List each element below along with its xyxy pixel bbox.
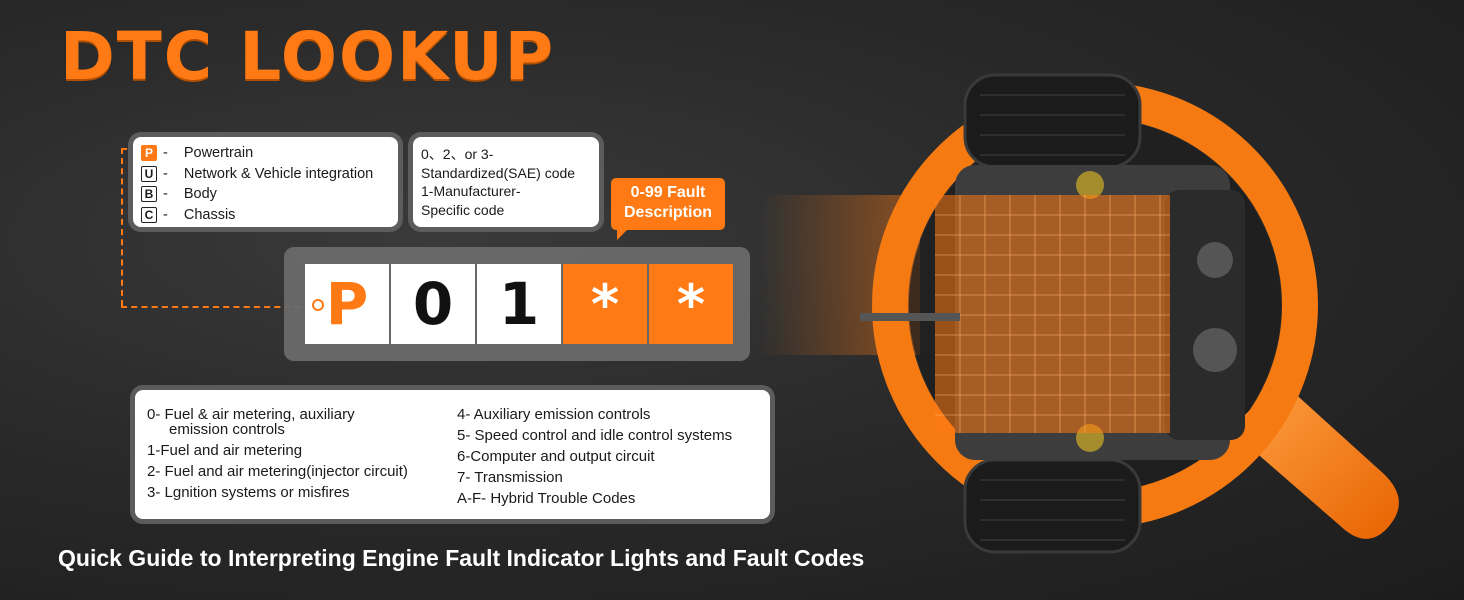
code-char-fault-2: *	[649, 264, 733, 344]
list-item: 7- Transmission	[457, 469, 563, 486]
list-item: 0- Fuel & air metering, auxiliary	[147, 406, 355, 423]
note-line: 1-Manufacturer-	[421, 183, 521, 199]
legend-letter: C	[141, 206, 157, 223]
legend-label: Chassis	[183, 206, 236, 223]
engine-magnifier-illustration	[760, 73, 1399, 554]
legend-row-powertrain: P - Powertrain	[141, 143, 390, 164]
subsystem-column: 0- Fuel & air metering, auxiliary emissi…	[147, 404, 447, 503]
subsystem-list: 0- Fuel & air metering, auxiliary emissi…	[135, 390, 770, 519]
legend-label: Powertrain	[183, 145, 254, 162]
code-char-fault-1: *	[563, 264, 647, 344]
legend-row-body: B - Body	[141, 184, 390, 205]
list-item: 5- Speed control and idle control system…	[457, 427, 733, 444]
legend-letter: U	[141, 165, 157, 182]
legend-letter: P	[141, 145, 157, 162]
list-item: A-F- Hybrid Trouble Codes	[457, 490, 636, 507]
list-item: 1-Fuel and air metering	[147, 442, 303, 459]
tire-bottom	[963, 458, 1142, 554]
connector-line	[121, 306, 311, 308]
list-item: 4- Auxiliary emission controls	[457, 406, 651, 423]
legend-label: Network & Vehicle integration	[183, 165, 374, 182]
tag-line: Description	[623, 204, 712, 221]
page-title: DTC LOOKUP	[60, 18, 556, 95]
legend-label: Body	[183, 186, 217, 203]
category-legend: P - Powertrain U - Network & Vehicle int…	[133, 137, 398, 227]
list-item: 6-Computer and output circuit	[457, 448, 655, 465]
code-char-type: 0	[391, 264, 475, 344]
list-item: 2- Fuel and air metering(injector circui…	[147, 463, 408, 480]
fault-description-tag: 0-99 Fault Description	[611, 178, 725, 240]
code-char-subsystem: 1	[477, 264, 561, 344]
subtitle: Quick Guide to Interpreting Engine Fault…	[58, 545, 865, 571]
list-item: emission controls	[169, 421, 285, 438]
legend-row-chassis: C - Chassis	[141, 205, 390, 226]
note-line: 0、2、or 3-	[421, 146, 494, 162]
subsystem-column: 4- Auxiliary emission controls 5- Speed …	[457, 404, 767, 509]
legend-letter: B	[141, 186, 157, 203]
note-line: Standardized(SAE) code	[421, 164, 576, 181]
connector-line	[121, 148, 123, 306]
connector-dot	[312, 299, 324, 311]
driveshaft	[860, 313, 960, 321]
connector-line	[121, 148, 139, 150]
note-line: Specific code	[421, 201, 505, 218]
tag-line: 0-99 Fault	[630, 184, 706, 201]
tire-top	[963, 73, 1142, 169]
list-item: 3- Lgnition systems or misfires	[147, 484, 350, 501]
code-type-note: 0、2、or 3- Standardized(SAE) code 1-Manuf…	[413, 137, 599, 227]
legend-row-network: U - Network & Vehicle integration	[141, 164, 390, 185]
